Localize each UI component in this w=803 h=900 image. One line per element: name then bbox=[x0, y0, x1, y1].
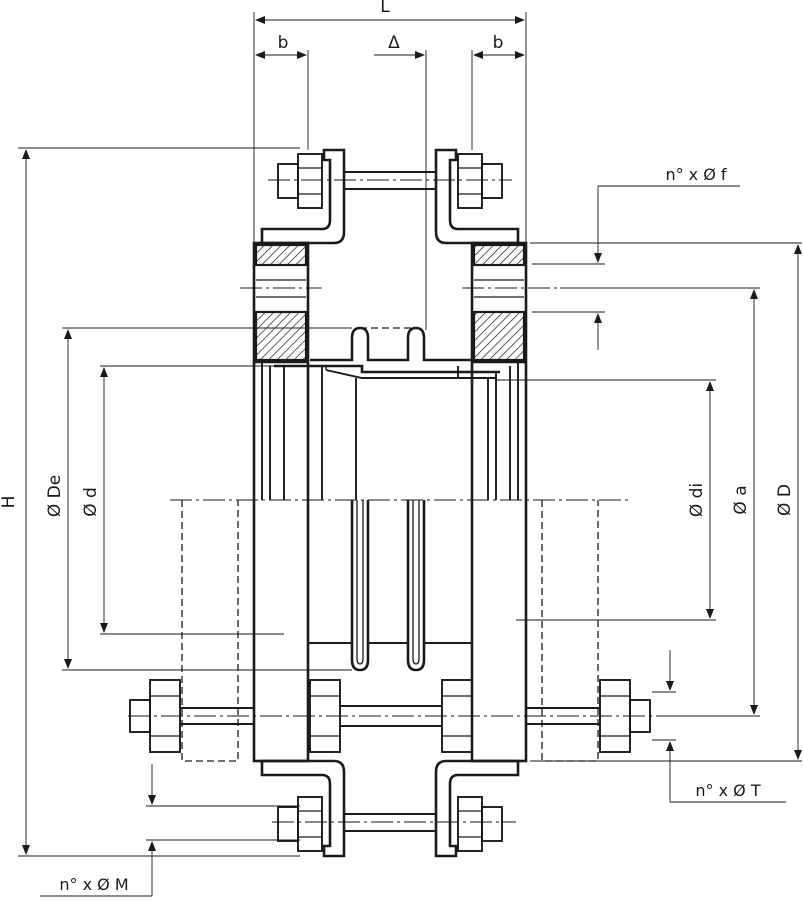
bottom-brackets bbox=[260, 759, 520, 858]
flange-bolts bbox=[129, 679, 651, 753]
diameter-right-dimensions bbox=[496, 242, 802, 762]
inner-sleeve bbox=[261, 362, 519, 500]
label-a: Ø a bbox=[731, 485, 751, 514]
t-bolts-leader bbox=[652, 650, 786, 803]
center-lines bbox=[128, 179, 660, 823]
label-d: Ø d bbox=[81, 487, 101, 517]
mating-flange-outline bbox=[181, 500, 599, 762]
right-flange bbox=[470, 241, 528, 763]
f-holes-leader bbox=[532, 185, 740, 350]
label-L: L bbox=[380, 0, 390, 17]
label-di: Ø di bbox=[687, 483, 707, 517]
label-m-bolts: n° x Ø M bbox=[59, 875, 128, 894]
top-dimensions bbox=[253, 12, 527, 330]
label-H: H bbox=[0, 496, 19, 509]
diameter-left-dimensions bbox=[62, 327, 352, 671]
m-bolts-leader bbox=[40, 764, 300, 897]
label-delta: Δ bbox=[388, 33, 400, 53]
label-f-holes: n° x Ø f bbox=[665, 165, 726, 184]
label-b-right: b bbox=[493, 33, 504, 53]
label-D: Ø D bbox=[775, 484, 795, 516]
label-De: Ø De bbox=[45, 475, 65, 517]
top-brackets bbox=[260, 148, 520, 245]
left-flange bbox=[252, 241, 310, 763]
bellows bbox=[308, 326, 472, 672]
label-b-left: b bbox=[278, 33, 289, 53]
label-t-bolts: n° x Ø T bbox=[695, 781, 760, 800]
height-dimension bbox=[18, 147, 300, 857]
